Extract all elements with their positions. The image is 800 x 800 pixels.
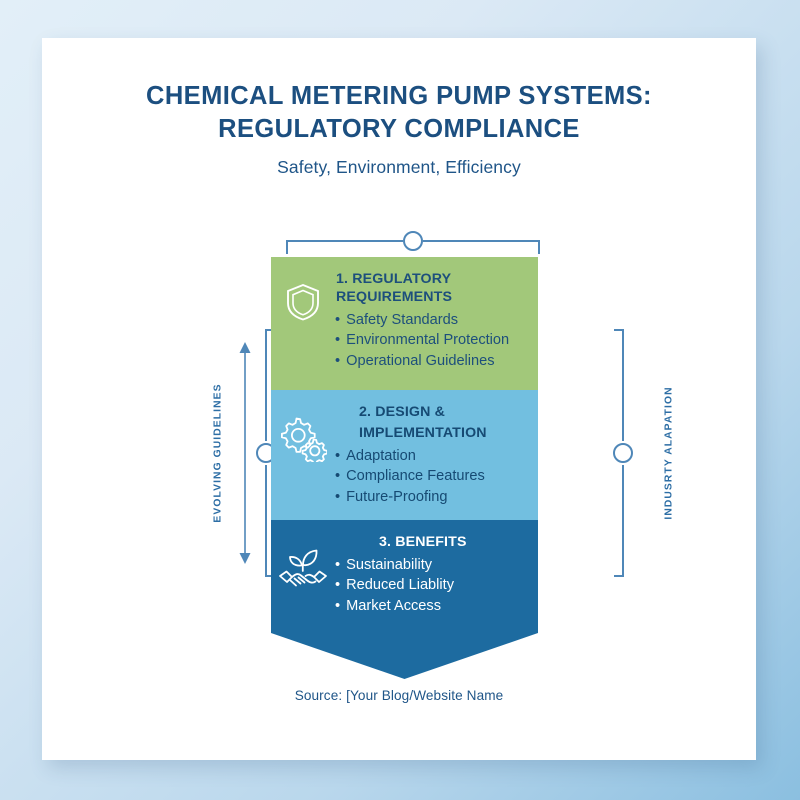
- flow-step-benefits[interactable]: 3. BENEFITS Sustainability Reduced Liabl…: [271, 520, 538, 679]
- list-item: Market Access: [335, 596, 532, 617]
- step-3-heading: 3. BENEFITS: [379, 534, 467, 550]
- right-axis-label: INDUSRTY ALAPATION: [663, 386, 675, 520]
- handshake-plant-icon: [271, 520, 335, 594]
- arrow-up-head: [239, 342, 251, 353]
- list-item: Operational Guidelines: [335, 351, 532, 372]
- step-2-heading-line-2: IMPLEMENTATION: [359, 424, 487, 441]
- top-bracket: [286, 231, 540, 254]
- flow-step-regulatory-requirements[interactable]: 1. REGULATORY REQUIREMENTS Safety Standa…: [271, 257, 538, 433]
- shield-icon: [271, 257, 335, 321]
- arrow-down-head: [239, 553, 251, 564]
- list-item: Safety Standards: [335, 310, 532, 331]
- list-item: Compliance Features: [335, 466, 532, 487]
- header: CHEMICAL METERING PUMP SYSTEMS: REGULATO…: [42, 80, 756, 178]
- source-caption: Source: [Your Blog/Website Name: [294, 688, 504, 703]
- top-bracket-node: [403, 231, 423, 251]
- step-1-bullets: Safety Standards Environmental Protectio…: [335, 310, 532, 372]
- step-2-heading-line-1: 2. DESIGN &: [359, 404, 446, 420]
- left-bracket-group: EVOLVING GUIDELINES: [205, 328, 277, 578]
- page-title-line-2: REGULATORY COMPLIANCE: [218, 114, 580, 143]
- step-3-bullets: Sustainability Reduced Liablity Market A…: [335, 555, 532, 617]
- right-label-wrap: INDUSRTY ALAPATION: [658, 328, 680, 578]
- infographic-card: CHEMICAL METERING PUMP SYSTEMS: REGULATO…: [42, 38, 756, 760]
- left-label-wrap: EVOLVING GUIDELINES: [207, 328, 229, 578]
- list-item: Reduced Liablity: [335, 575, 532, 596]
- list-item: Environmental Protection: [335, 330, 532, 351]
- right-bracket-svg: [613, 329, 633, 577]
- page-title-line-1: CHEMICAL METERING PUMP SYSTEMS:: [146, 82, 652, 110]
- list-item: Future-Proofing: [335, 487, 532, 508]
- step-1-heading: 1. REGULATORY REQUIREMENTS: [336, 271, 453, 305]
- right-bracket-group: INDUSRTY ALAPATION: [612, 328, 692, 578]
- page-subtitle: Safety, Environment, Efficiency: [277, 156, 521, 177]
- flow-step-design-implementation[interactable]: 2. DESIGN & IMPLEMENTATION Adaptation Co…: [271, 390, 538, 562]
- right-bracket-node: [613, 443, 633, 463]
- list-item: Sustainability: [335, 555, 532, 576]
- chevron-flow: 1. REGULATORY REQUIREMENTS Safety Standa…: [271, 257, 538, 679]
- gears-icon: [271, 390, 335, 462]
- step-2-bullets: Adaptation Compliance Features Future-Pr…: [335, 446, 532, 508]
- left-axis-label: EVOLVING GUIDELINES: [212, 383, 224, 523]
- list-item: Adaptation: [335, 446, 532, 467]
